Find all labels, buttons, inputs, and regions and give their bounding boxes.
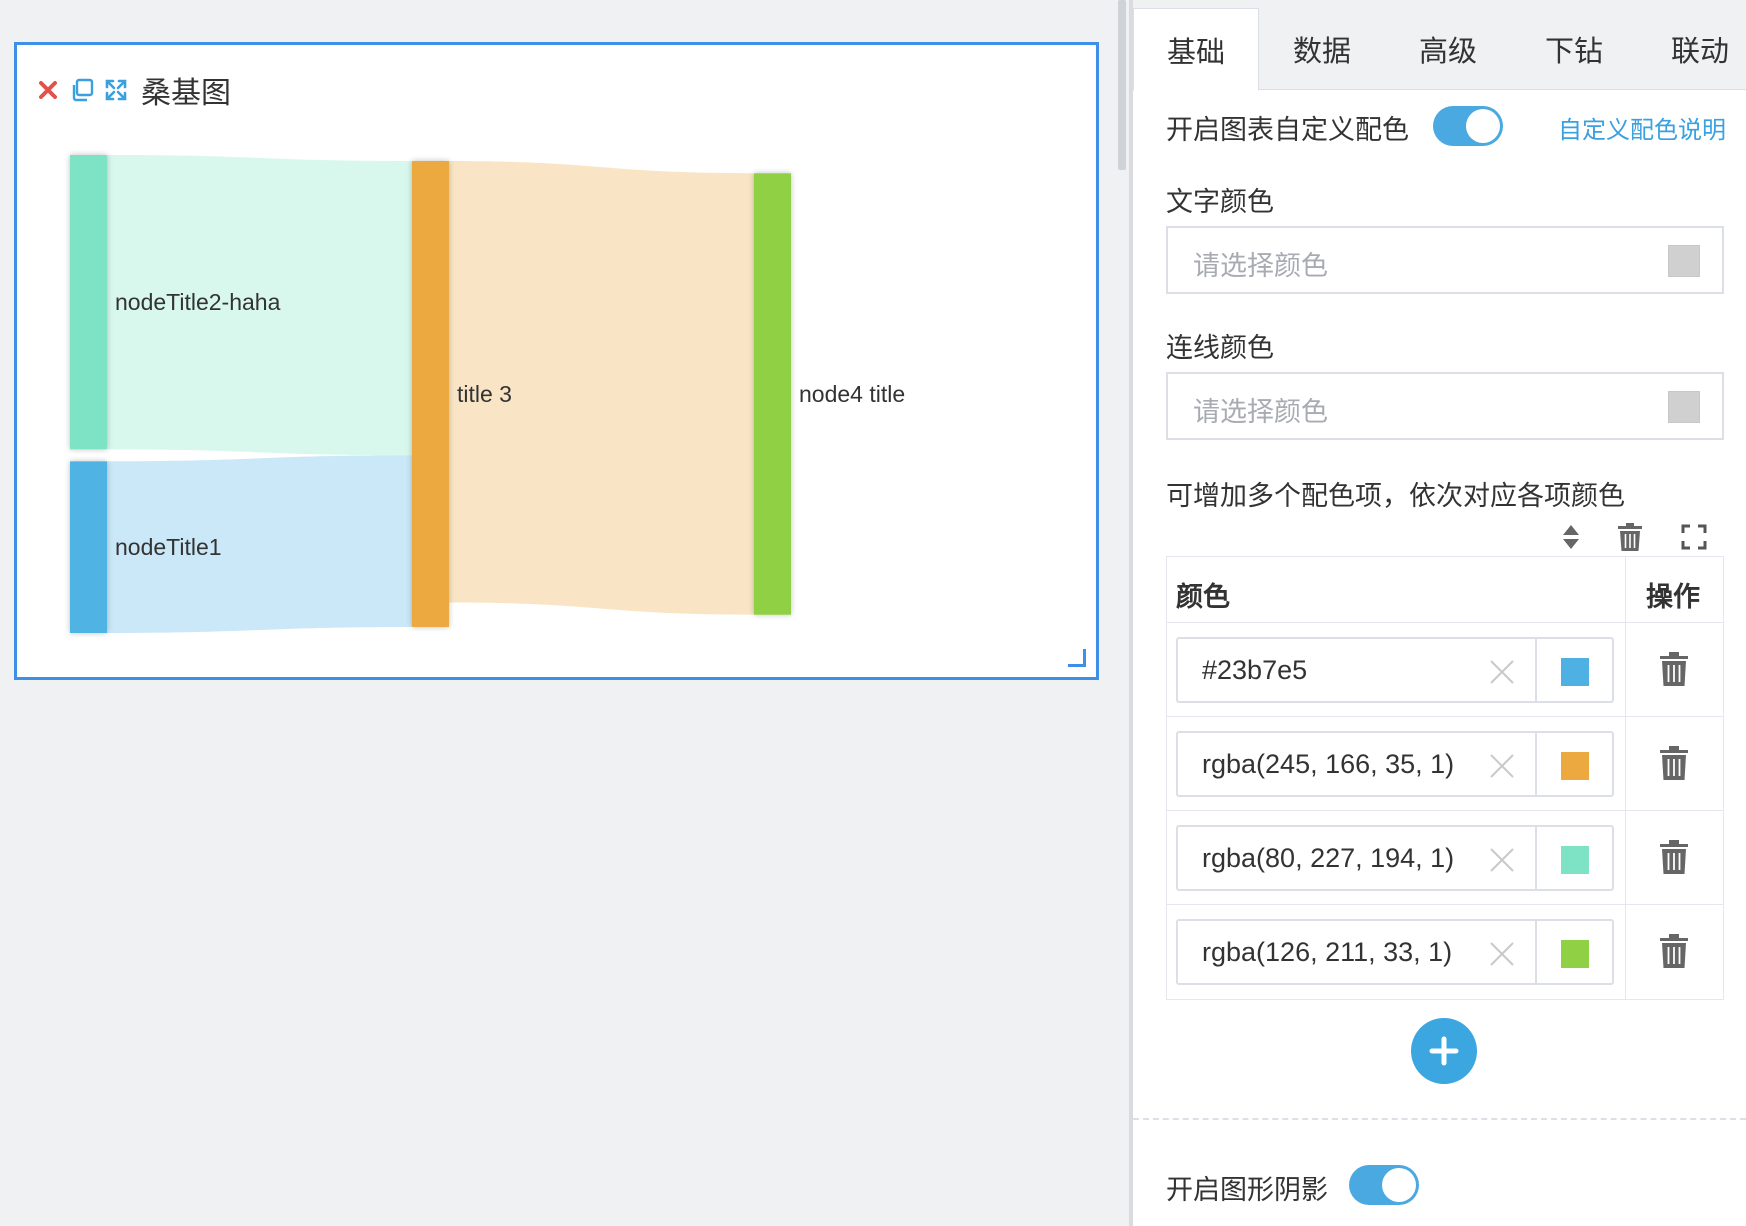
custom-color-help-link[interactable]: 自定义配色说明 xyxy=(1558,116,1726,144)
empty-swatch xyxy=(1668,391,1700,423)
color-value-input[interactable]: #23b7e5 xyxy=(1176,637,1614,703)
color-swatch xyxy=(1561,846,1589,874)
table-header: 颜色 操作 xyxy=(1167,557,1723,623)
custom-color-label: 开启图表自定义配色 xyxy=(1166,115,1409,146)
line-color-picker[interactable]: 请选择颜色 xyxy=(1166,372,1724,440)
color-picker-button[interactable] xyxy=(1535,825,1614,891)
sort-icon[interactable] xyxy=(1554,520,1588,554)
expand-icon[interactable] xyxy=(99,73,133,107)
card-header: 桑基图 xyxy=(31,73,231,111)
sankey-node[interactable] xyxy=(412,161,449,627)
section-divider xyxy=(1133,1118,1746,1120)
color-table: 颜色 操作 #23b7e5 rgba(245, 166, 35, 1) xyxy=(1166,556,1724,1000)
color-value-input[interactable]: rgba(126, 211, 33, 1) xyxy=(1176,919,1614,985)
scrollbar-thumb[interactable] xyxy=(1118,0,1126,170)
clear-icon[interactable] xyxy=(1488,940,1516,968)
sankey-link[interactable] xyxy=(107,155,412,456)
color-value: rgba(126, 211, 33, 1) xyxy=(1202,937,1453,967)
line-color-placeholder: 请选择颜色 xyxy=(1193,397,1328,428)
resize-handle[interactable] xyxy=(1068,649,1086,667)
header-color: 颜色 xyxy=(1176,582,1230,613)
color-value: rgba(80, 227, 194, 1) xyxy=(1202,843,1455,873)
sankey-node-label: nodeTitle1 xyxy=(115,534,222,560)
trash-icon[interactable] xyxy=(1613,520,1647,554)
color-value: #23b7e5 xyxy=(1202,655,1308,685)
delete-row-icon[interactable] xyxy=(1659,839,1693,877)
color-picker-button[interactable] xyxy=(1535,637,1614,703)
toggle-knob xyxy=(1382,1168,1416,1202)
color-swatch xyxy=(1561,940,1589,968)
column-divider xyxy=(1625,811,1626,904)
clear-icon[interactable] xyxy=(1488,752,1516,780)
color-value-input[interactable]: rgba(245, 166, 35, 1) xyxy=(1176,731,1614,797)
settings-panel: 基础 数据 高级 下钻 联动 开启图表自定义配色 自定义配色说明 文字颜色 请选… xyxy=(1133,0,1746,1226)
column-divider xyxy=(1625,905,1626,999)
add-color-button[interactable] xyxy=(1411,1018,1477,1084)
sankey-chart: nodeTitle2-haha nodeTitle1 title 3 node4 ti… xyxy=(70,155,905,633)
sankey-node-label: title 3 xyxy=(457,381,512,407)
line-color-label: 连线颜色 xyxy=(1166,333,1274,364)
fullscreen-icon[interactable] xyxy=(1677,520,1711,554)
delete-row-icon[interactable] xyxy=(1659,651,1693,689)
table-row: rgba(80, 227, 194, 1) xyxy=(1167,811,1723,905)
plus-icon xyxy=(1429,1036,1459,1066)
chart-title: 桑基图 xyxy=(141,76,231,111)
empty-swatch xyxy=(1668,245,1700,277)
sankey-link[interactable] xyxy=(107,455,412,633)
tab-data[interactable]: 数据 xyxy=(1292,34,1351,68)
sankey-link[interactable] xyxy=(449,161,754,615)
sankey-node[interactable] xyxy=(754,173,791,615)
sankey-node[interactable] xyxy=(70,155,107,450)
clear-icon[interactable] xyxy=(1488,658,1516,686)
tab-advanced[interactable]: 高级 xyxy=(1418,34,1477,68)
delete-row-icon[interactable] xyxy=(1659,745,1693,783)
color-value-input[interactable]: rgba(80, 227, 194, 1) xyxy=(1176,825,1614,891)
close-icon[interactable] xyxy=(31,73,65,107)
sankey-node-label: nodeTitle2-haha xyxy=(115,289,281,315)
color-value: rgba(245, 166, 35, 1) xyxy=(1202,749,1455,779)
column-divider xyxy=(1625,557,1626,622)
tab-basic[interactable]: 基础 xyxy=(1133,8,1259,91)
table-row: rgba(245, 166, 35, 1) xyxy=(1167,717,1723,811)
table-row: #23b7e5 xyxy=(1167,623,1723,717)
tab-drilldown[interactable]: 下钻 xyxy=(1544,34,1603,68)
shadow-label: 开启图形阴影 xyxy=(1166,1175,1328,1206)
text-color-picker[interactable]: 请选择颜色 xyxy=(1166,226,1724,294)
color-picker-button[interactable] xyxy=(1535,731,1614,797)
panel-divider[interactable] xyxy=(1129,0,1133,1226)
header-action: 操作 xyxy=(1646,582,1700,613)
delete-row-icon[interactable] xyxy=(1659,933,1693,971)
shadow-toggle[interactable] xyxy=(1349,1165,1419,1205)
toggle-knob xyxy=(1466,109,1500,143)
color-swatch xyxy=(1561,658,1589,686)
table-row: rgba(126, 211, 33, 1) xyxy=(1167,905,1723,999)
custom-color-toggle[interactable] xyxy=(1433,106,1503,146)
sankey-node-label: node4 title xyxy=(799,381,905,407)
column-divider xyxy=(1625,717,1626,810)
text-color-placeholder: 请选择颜色 xyxy=(1193,251,1328,282)
copy-icon[interactable] xyxy=(65,73,99,107)
color-swatch xyxy=(1561,752,1589,780)
color-picker-button[interactable] xyxy=(1535,919,1614,985)
clear-icon[interactable] xyxy=(1488,846,1516,874)
text-color-label: 文字颜色 xyxy=(1166,187,1274,218)
tab-bar: 基础 数据 高级 下钻 联动 xyxy=(1133,0,1746,91)
canvas-scrollbar[interactable] xyxy=(1115,0,1129,1226)
tab-linkage[interactable]: 联动 xyxy=(1670,34,1729,68)
multi-color-hint: 可增加多个配色项，依次对应各项颜色 xyxy=(1166,481,1625,512)
sankey-node[interactable] xyxy=(70,461,107,633)
column-divider xyxy=(1625,623,1626,716)
